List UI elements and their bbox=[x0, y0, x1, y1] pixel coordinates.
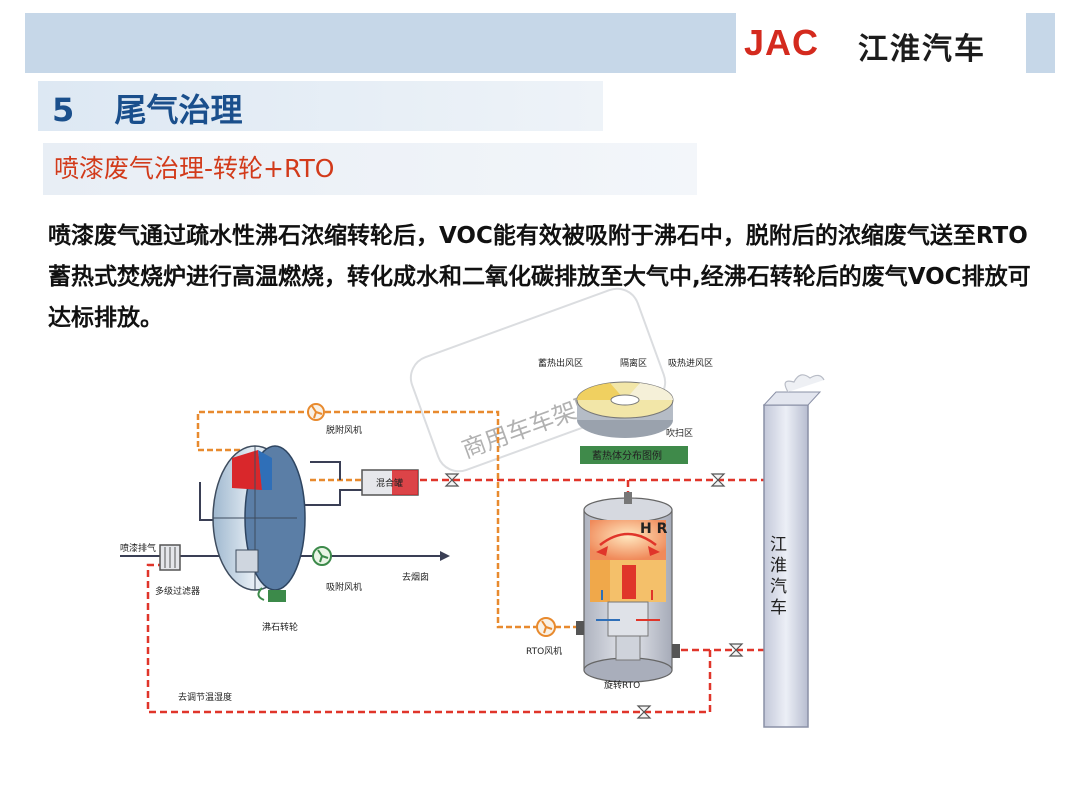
label-hr: H R bbox=[640, 521, 668, 537]
title-bar bbox=[38, 81, 603, 131]
label-multi-filter: 多级过滤器 bbox=[155, 585, 200, 597]
label-purge-zone: 吹扫区 bbox=[666, 427, 693, 439]
chimney-label: 江淮汽车 bbox=[766, 535, 787, 619]
valves bbox=[444, 473, 744, 719]
multi-stage-filter bbox=[159, 544, 181, 571]
rto-fan bbox=[536, 617, 556, 637]
label-heat-legend: 蓄热体分布图例 bbox=[592, 449, 662, 462]
page-subtitle: 喷漆废气治理-转轮+RTO bbox=[54, 154, 335, 183]
logo-box bbox=[736, 13, 1026, 73]
subtitle-bar bbox=[43, 143, 697, 195]
label-heat-in-zone: 吸热进风区 bbox=[668, 357, 713, 369]
label-desorption-fan: 脱附风机 bbox=[326, 424, 362, 436]
label-heat-out-zone: 蓄热出风区 bbox=[538, 357, 583, 369]
desorption-fan bbox=[307, 403, 325, 421]
label-rotary-rto: 旋转RTO bbox=[604, 679, 640, 691]
body-paragraph: 喷漆废气通过疏水性沸石浓缩转轮后，VOC能有效被吸附于沸石中，脱附后的浓缩废气送… bbox=[48, 223, 1031, 331]
label-rto-fan: RTO风机 bbox=[526, 645, 562, 657]
label-to-chimney: 去烟囱 bbox=[402, 571, 429, 583]
jac-logo-chinese: 江淮汽车 bbox=[858, 32, 986, 67]
label-mixing-tank: 混合罐 bbox=[376, 477, 403, 489]
label-spray-exhaust: 喷漆排气 bbox=[120, 542, 156, 554]
label-adsorption-fan: 吸附风机 bbox=[326, 581, 362, 593]
mixing-tank bbox=[361, 469, 419, 496]
rotary-rto bbox=[576, 492, 680, 683]
label-to-humidity: 去调节温湿度 bbox=[178, 691, 232, 703]
adsorption-fan bbox=[312, 546, 332, 566]
zeolite-rotor bbox=[212, 445, 306, 602]
diagram-labels: 喷漆排气 多级过滤器 沸石转轮 脱附风机 吸附风机 去烟囱 混合罐 RTO风机 … bbox=[120, 357, 787, 703]
page-title: 5 尾气治理 bbox=[52, 85, 243, 131]
chimney bbox=[762, 374, 825, 728]
label-zeolite-rotor: 沸石转轮 bbox=[262, 621, 298, 633]
label-isolation-zone: 隔离区 bbox=[620, 357, 647, 369]
legend-tag bbox=[580, 446, 688, 464]
heat-storage-wheel bbox=[576, 381, 674, 438]
jac-logo: JAC bbox=[744, 22, 820, 63]
section-number: 5 bbox=[52, 91, 75, 129]
section-title: 尾气治理 bbox=[114, 91, 243, 129]
